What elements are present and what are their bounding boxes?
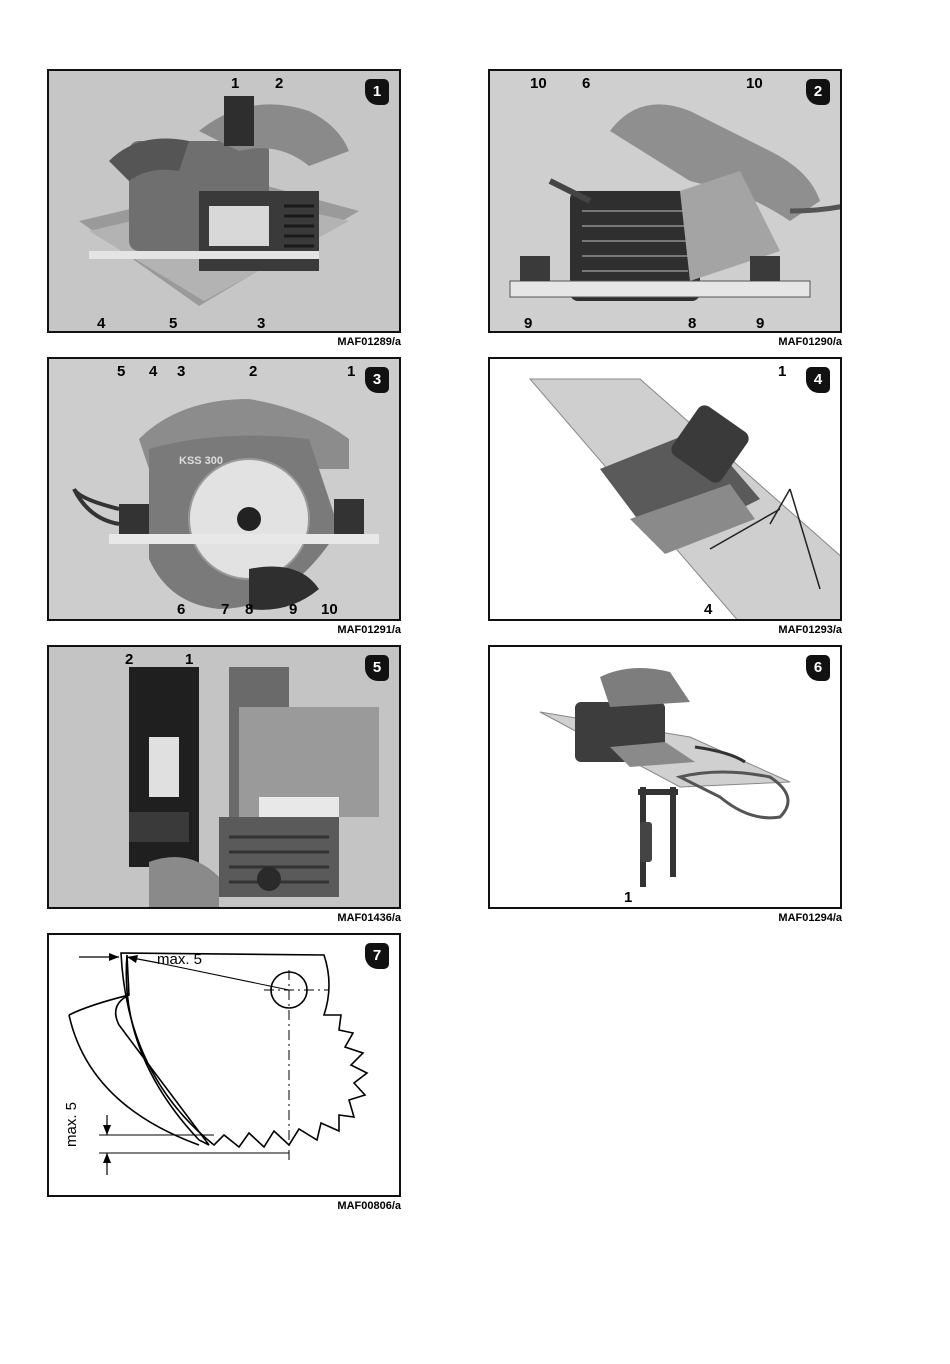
figure-number-badge: 4 [806, 367, 830, 393]
callout-label: 4 [97, 315, 105, 332]
saw-with-rail-clamp-photo [490, 647, 842, 909]
depth-scale-closeup-photo [49, 647, 401, 909]
figure-number-badge: 3 [365, 367, 389, 393]
callout-label: 9 [524, 315, 532, 332]
callout-label: 9 [756, 315, 764, 332]
callout-label: 1 [347, 363, 355, 380]
callout-label: 10 [321, 601, 338, 618]
callout-label: 8 [245, 601, 253, 618]
callout-label: 8 [688, 315, 696, 332]
riving-knife-gap-diagram [49, 935, 401, 1197]
figure-1-caption: MAF01289/a [261, 336, 401, 348]
callout-label: 4 [704, 601, 712, 618]
callout-label: 2 [125, 651, 133, 668]
figure-4-panel: 4 1 4 [488, 357, 842, 621]
figure-6-caption: MAF01294/a [702, 912, 842, 924]
callout-label: 6 [582, 75, 590, 92]
callout-label: 1 [185, 651, 193, 668]
callout-label: 2 [249, 363, 257, 380]
figure-number-badge: 2 [806, 79, 830, 105]
circular-saw-photo-side: KSS 300 [49, 359, 401, 621]
circular-saw-photo-front [49, 71, 401, 333]
figure-7-caption: MAF00806/a [261, 1200, 401, 1212]
figure-4-caption: MAF01293/a [702, 624, 842, 636]
callout-label: 4 [149, 363, 157, 380]
callout-label: 1 [624, 889, 632, 906]
callout-label: 2 [275, 75, 283, 92]
figure-number-badge: 7 [365, 943, 389, 969]
figure-3-caption: MAF01291/a [261, 624, 401, 636]
figure-3-panel: KSS 300 3 5 4 3 2 1 6 7 8 9 10 [47, 357, 401, 621]
dimension-label-side: max. 5 [63, 1102, 80, 1147]
figure-7-panel: 7 max. 5 max. 5 [47, 933, 401, 1197]
figure-number-badge: 1 [365, 79, 389, 105]
callout-label: 6 [177, 601, 185, 618]
figure-2-panel: 2 10 6 10 9 8 9 [488, 69, 842, 333]
callout-label: 10 [530, 75, 547, 92]
circular-saw-photo-rear [490, 71, 842, 333]
callout-label: 5 [169, 315, 177, 332]
callout-label: 1 [231, 75, 239, 92]
blade-model-text: KSS 300 [179, 455, 223, 467]
callout-label: 5 [117, 363, 125, 380]
callout-label: 9 [289, 601, 297, 618]
callout-label: 1 [778, 363, 786, 380]
figure-number-badge: 5 [365, 655, 389, 681]
callout-label: 7 [221, 601, 229, 618]
callout-label: 3 [177, 363, 185, 380]
callout-label: 10 [746, 75, 763, 92]
saw-on-guide-rail-photo [490, 359, 842, 621]
figure-2-caption: MAF01290/a [702, 336, 842, 348]
callout-label: 3 [257, 315, 265, 332]
figure-number-badge: 6 [806, 655, 830, 681]
figure-5-caption: MAF01436/a [261, 912, 401, 924]
figure-6-panel: 6 1 [488, 645, 842, 909]
figure-1-panel: 1 1 2 3 4 5 [47, 69, 401, 333]
figure-5-panel: 5 2 1 [47, 645, 401, 909]
dimension-label-top: max. 5 [157, 951, 202, 968]
